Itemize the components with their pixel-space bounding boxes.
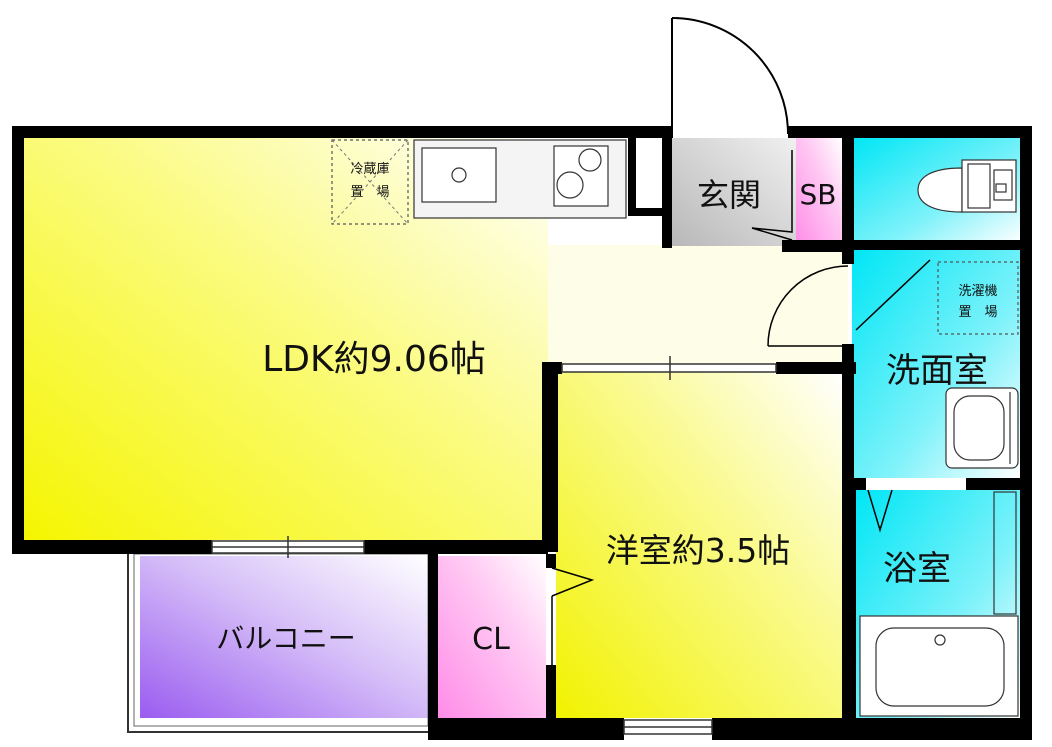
bathroom-door bbox=[867, 489, 893, 533]
washroom-label: 洗面室 bbox=[886, 351, 988, 391]
closet-door bbox=[551, 567, 595, 665]
balcony-fill bbox=[140, 556, 428, 718]
washer-space bbox=[937, 261, 1019, 335]
shoebox-door bbox=[751, 150, 793, 241]
fridge-space bbox=[331, 139, 409, 225]
closet-fill bbox=[438, 556, 546, 718]
shoebox-fill bbox=[796, 138, 842, 246]
shoebox-label: SB bbox=[800, 178, 837, 211]
washbasin-icon bbox=[945, 387, 1019, 469]
toilet-icon bbox=[917, 159, 1017, 213]
bathtub-icon bbox=[859, 615, 1019, 717]
entrance-fill bbox=[672, 138, 796, 246]
bath-shower-wall bbox=[993, 491, 1017, 615]
bedroom-fill bbox=[556, 372, 842, 718]
bathroom-label: 浴室 bbox=[883, 549, 951, 589]
washroom-door bbox=[767, 259, 931, 347]
fridge-label-1: 冷蔵庫 bbox=[350, 162, 389, 177]
kitchen-counter bbox=[413, 139, 627, 219]
washer-label-1: 洗濯機 bbox=[958, 284, 997, 299]
windows bbox=[211, 356, 777, 735]
sink-icon bbox=[421, 147, 497, 203]
closet-label: CL bbox=[472, 622, 510, 657]
balcony-label: バルコニー bbox=[216, 622, 355, 655]
ldk-label: LDK約9.06帖 bbox=[262, 339, 486, 380]
entrance-label: 玄関 bbox=[697, 176, 761, 214]
entrance-door bbox=[671, 17, 789, 138]
fridge-label-2: 置 場 bbox=[350, 185, 389, 200]
ldk-corridor-fill bbox=[548, 245, 848, 363]
bedroom-label: 洋室約3.5帖 bbox=[606, 531, 790, 570]
walls bbox=[12, 126, 1032, 740]
washer-label-2: 置 場 bbox=[958, 305, 997, 320]
